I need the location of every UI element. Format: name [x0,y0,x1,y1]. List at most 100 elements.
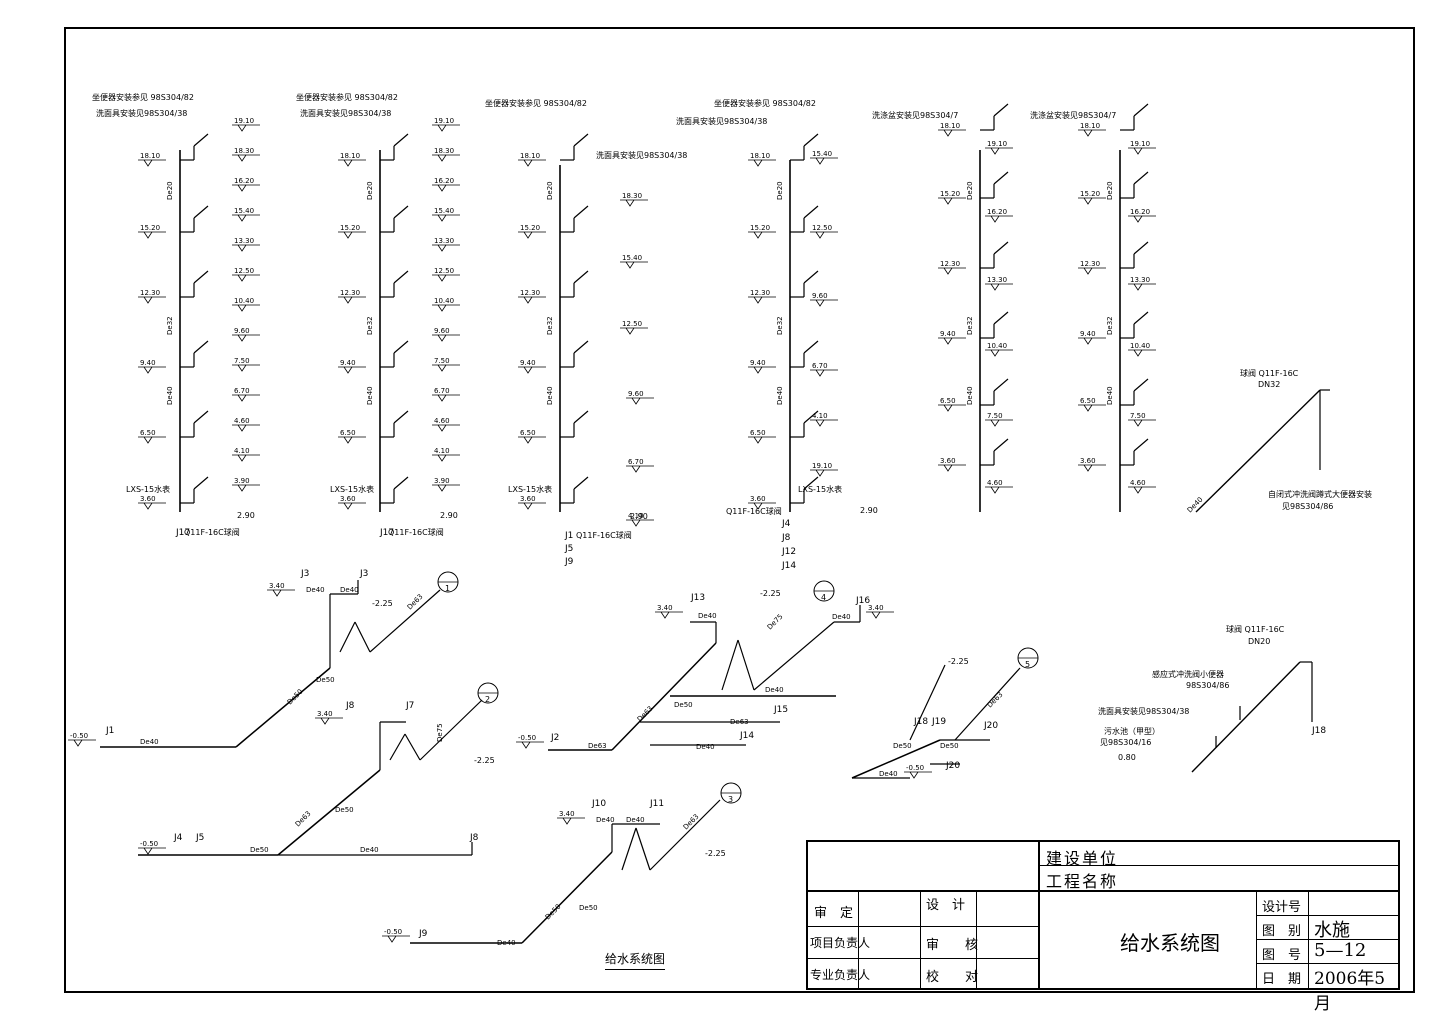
mop-sink-note: 污水池（甲型） [1104,726,1160,736]
elevation-label: 2.90 [440,511,458,520]
riser-id-label: J17 [379,528,394,538]
elevation-label: 15.20 [940,190,960,198]
riser-id-label: J1 [564,531,573,541]
mop-sink-note: 见98S304/16 [1100,738,1151,747]
elevation-triangle [815,469,825,477]
flush-valve-note: 见98S304/86 [1282,502,1333,511]
elevation-label: 3.60 [1080,457,1096,465]
elevation-triangle [990,419,1000,427]
elevation-triangle [562,817,572,825]
pipe-diameter-label: De40 [546,386,554,405]
elevation-label: 4.10 [434,447,450,455]
pipe-diameter-label: De20 [1106,181,1114,200]
pipe-line [753,621,835,691]
pipe-diameter-label: De63 [294,810,313,829]
riser-id-label: J4 [173,833,183,843]
riser-id-label: J1 [105,726,114,736]
elevation-label: 6.70 [234,387,250,395]
elevation-triangle [1083,267,1093,275]
elevation-triangle [990,215,1000,223]
project-name-label: 工程名称 [1046,872,1119,891]
elevation-triangle [625,261,635,269]
elevation-label: 16.20 [434,177,454,185]
riser-note: 坐便器安装参见 98S304/82 [485,98,587,108]
elevation-triangle [1083,129,1093,137]
pipe-diameter-label: De40 [698,612,717,620]
pipe-line [737,639,755,691]
branch-pipe [393,340,409,354]
elevation-label: 19.10 [1130,140,1150,148]
construction-unit-label: 建设单位 [1046,849,1119,868]
ball-valve-tag: Q11F-16C球阀 [184,527,240,537]
elevation-label: 6.70 [628,458,644,466]
elevation-label: 12.30 [140,289,160,297]
riser-id-label: J18 [913,717,928,727]
riser-id-label: J4 [781,519,791,529]
elevation-label: 4.10 [628,512,644,520]
elevation-triangle [237,304,247,312]
pipe-diameter-label: De40 [340,586,359,594]
elevation-label: 10.40 [234,297,254,305]
elevation-label: 10.40 [1130,342,1150,350]
pipe-diameter-label: De50 [335,806,354,814]
pipe-diameter-label: De50 [674,701,693,709]
elevation-label: 9.40 [520,359,536,367]
elevation-triangle [237,274,247,282]
pipe-diameter-label: De40 [596,816,615,824]
ball-valve-tag: Q11F-16C球阀 [388,527,444,537]
elevation-triangle [1133,419,1143,427]
riser-id-label: J18 [1311,726,1326,736]
elevation-triangle [990,486,1000,494]
riser-id-label: J8 [345,701,355,711]
elevation-triangle [523,436,533,444]
elevation-triangle [943,197,953,205]
elevation-label: 12.50 [434,267,454,275]
elevation-triangle [521,741,531,749]
elevation-label: 12.50 [812,224,832,232]
pipe-line [404,733,421,761]
pipe-line [339,621,356,653]
elevation-triangle [143,502,153,510]
elevation-triangle [815,299,825,307]
pipe-diameter-label: De75 [766,613,785,632]
elevation-label: 15.20 [520,224,540,232]
elevation-triangle [272,589,282,597]
elevation-label: 4.60 [234,417,250,425]
elevation-triangle [343,231,353,239]
elevation-label: 10.40 [987,342,1007,350]
riser-id-label: J9 [418,929,428,939]
elevation-triangle [1083,197,1093,205]
branch-pipe [803,270,819,284]
urinal-note: 感应式冲洗阀小便器 [1152,669,1224,679]
elevation-label: 13.30 [1130,276,1150,284]
branch-pipe [993,241,1009,255]
elevation-label: 4.60 [1130,479,1146,487]
pipe-diameter-label: De40 [696,743,715,751]
branch-pipe [573,410,589,424]
branch-pipe [1133,378,1149,392]
branch-pipe [1133,311,1149,325]
elevation-triangle [237,364,247,372]
pipe-diameter-label: De40 [166,386,174,405]
elevation-triangle [237,454,247,462]
pipe-diameter-label: De50 [286,688,305,707]
elevation-label: 16.20 [987,208,1007,216]
elevation-label: -0.50 [70,732,88,740]
elevation-label: 3.40 [657,604,673,612]
elevation-triangle [943,464,953,472]
elevation-label: 9.60 [628,390,644,398]
riser-id-label: J3 [300,569,309,579]
elevation-triangle [237,244,247,252]
riser-note: 坐便器安装参见 98S304/82 [296,92,398,102]
elevation-triangle [523,159,533,167]
pipe-line [851,739,941,779]
pipe-diameter-label: De40 [765,686,784,694]
elevation-label: 19.10 [234,117,254,125]
riser-note: 洗面具安装见98S304/38 [596,150,687,160]
branch-pipe [393,205,409,219]
riser-note: 洗面具安装见98S304/38 [676,116,767,126]
elevation-label: 18.10 [940,122,960,130]
number-label: 图 号 [1262,948,1302,963]
pipe-line [389,733,406,761]
elevation-label: 15.40 [812,150,832,158]
